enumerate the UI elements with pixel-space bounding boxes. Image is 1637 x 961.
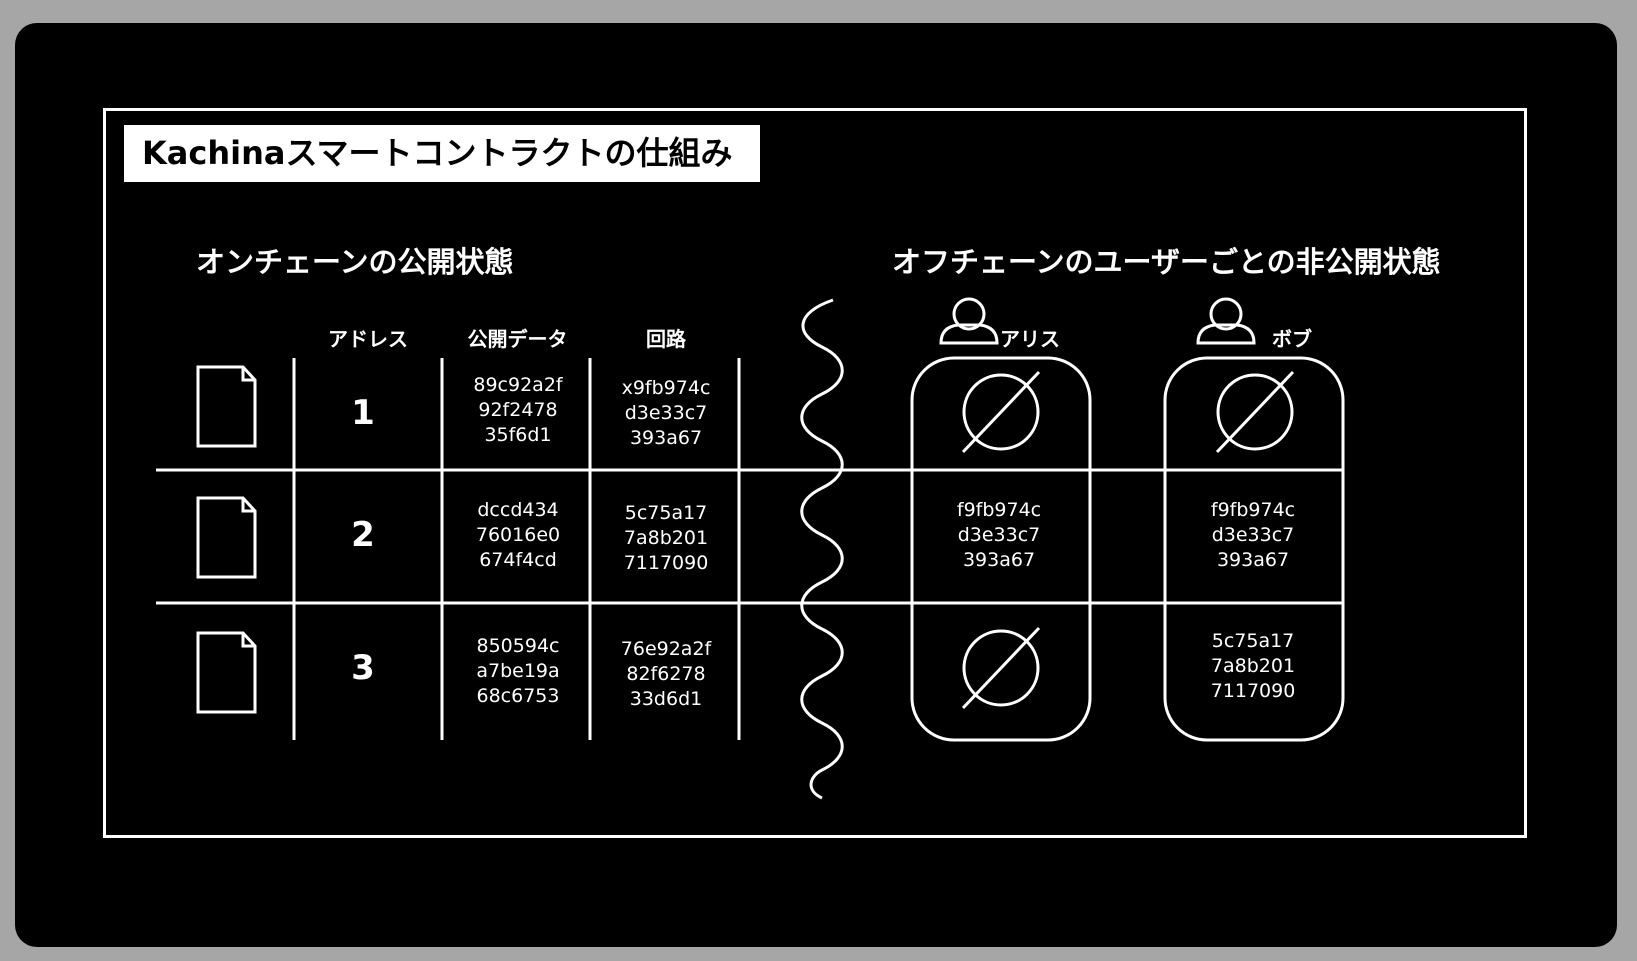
- public-data-line: 674f4cd: [479, 549, 557, 571]
- circuit-line: 7117090: [623, 552, 709, 574]
- bob-state-line: 5c75a17: [1211, 630, 1295, 652]
- public-data-line: 89c92a2f: [473, 374, 563, 396]
- diagram-frame: [103, 108, 1527, 838]
- alice-state-line: d3e33c7: [957, 524, 1041, 546]
- bob-state-line: d3e33c7: [1211, 524, 1295, 546]
- circuit-line: 7a8b201: [623, 527, 709, 549]
- circuit-line: 5c75a17: [624, 502, 708, 524]
- circuit-cell-2: 5c75a17 7a8b201 7117090: [591, 501, 741, 576]
- public-data-line: 92f2478: [478, 399, 558, 421]
- circuit-line: 393a67: [629, 427, 703, 449]
- address-1: 1: [351, 393, 375, 433]
- bob-state-line: 7a8b201: [1210, 655, 1296, 677]
- column-header-circuit: 回路: [646, 327, 686, 351]
- alice-state-line: f9fb974c: [956, 499, 1042, 521]
- public-data-line: dccd434: [477, 499, 559, 521]
- circuit-line: 82f6278: [626, 663, 706, 685]
- bob-state-line: 7117090: [1210, 680, 1296, 702]
- address-2: 2: [351, 515, 375, 555]
- public-data-line: 68c6753: [476, 685, 560, 707]
- public-data-line: 850594c: [476, 635, 560, 657]
- alice-state-2: f9fb974c d3e33c7 393a67: [924, 498, 1074, 573]
- public-data-cell-1: 89c92a2f 92f2478 35f6d1: [443, 373, 593, 448]
- public-data-cell-2: dccd434 76016e0 674f4cd: [443, 498, 593, 573]
- column-header-public-data: 公開データ: [467, 327, 568, 351]
- bob-state-line: 393a67: [1216, 549, 1290, 571]
- diagram-title: Kachinaスマートコントラクトの仕組み: [124, 125, 760, 182]
- public-data-line: a7be19a: [476, 660, 560, 682]
- public-data-cell-3: 850594c a7be19a 68c6753: [443, 634, 593, 709]
- bob-state-2: f9fb974c d3e33c7 393a67: [1178, 498, 1328, 573]
- address-3: 3: [351, 648, 375, 688]
- circuit-cell-3: 76e92a2f 82f6278 33d6d1: [591, 637, 741, 712]
- bob-state-line: f9fb974c: [1210, 499, 1296, 521]
- onchain-heading: オンチェーンの公開状態: [196, 245, 514, 279]
- circuit-line: d3e33c7: [624, 402, 708, 424]
- circuit-line: x9fb974c: [621, 377, 711, 399]
- user-label-alice: アリス: [1000, 327, 1060, 351]
- offchain-heading: オフチェーンのユーザーごとの非公開状態: [892, 245, 1441, 279]
- circuit-cell-1: x9fb974c d3e33c7 393a67: [591, 376, 741, 451]
- alice-state-line: 393a67: [962, 549, 1036, 571]
- circuit-line: 33d6d1: [629, 688, 703, 710]
- circuit-line: 76e92a2f: [620, 638, 712, 660]
- public-data-line: 76016e0: [475, 524, 561, 546]
- user-label-bob: ボブ: [1272, 327, 1312, 351]
- column-header-address: アドレス: [328, 327, 408, 351]
- bob-state-3: 5c75a17 7a8b201 7117090: [1178, 629, 1328, 704]
- public-data-line: 35f6d1: [484, 424, 552, 446]
